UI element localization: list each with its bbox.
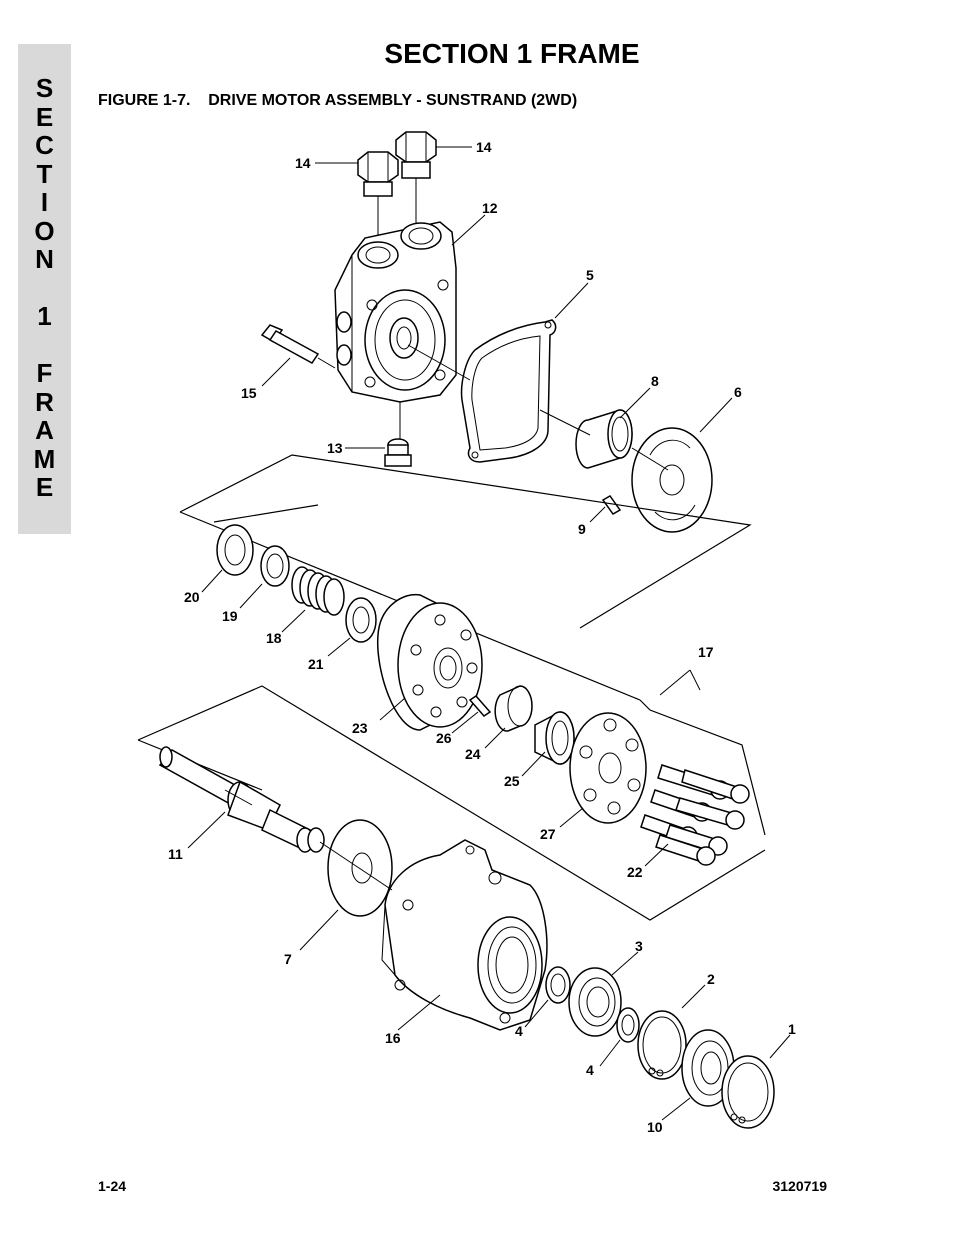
figure-title: FIGURE 1-7. DRIVE MOTOR ASSEMBLY - SUNST… <box>98 92 578 109</box>
callout-23: 23 <box>352 720 368 736</box>
plug-14-right <box>395 131 437 179</box>
gasket-5 <box>460 319 557 463</box>
callout-26: 26 <box>436 730 452 746</box>
bolt-15 <box>260 324 336 369</box>
housing-16 <box>381 839 548 1031</box>
bearing-8 <box>575 409 633 469</box>
callout-2: 2 <box>707 971 715 987</box>
side-tab-letter: E <box>35 472 54 502</box>
ball-guide-24 <box>494 685 533 732</box>
bearing-3 <box>568 967 622 1037</box>
pin-9 <box>601 495 622 515</box>
callout-19: 19 <box>222 608 238 624</box>
side-tab-letter: T <box>36 158 53 189</box>
callout-14-right: 14 <box>476 139 492 155</box>
callout-6: 6 <box>734 384 742 400</box>
callout-25: 25 <box>504 773 520 789</box>
callout-15: 15 <box>241 385 257 401</box>
spring-18 <box>291 566 345 616</box>
callout-16: 16 <box>385 1030 401 1046</box>
shim-20 <box>216 524 254 576</box>
side-tab-letter: M <box>33 443 56 474</box>
callout-20: 20 <box>184 589 200 605</box>
ring-4-right <box>616 1007 640 1043</box>
side-tab-letters: S E C T I O N 1 F R A M E <box>18 74 71 502</box>
side-tab-letter: F <box>36 358 53 388</box>
leader-lines <box>187 146 791 1121</box>
callout-27: 27 <box>540 826 556 842</box>
callout-14-left: 14 <box>295 155 311 171</box>
side-tab-letter: E <box>35 101 54 132</box>
plug-14-left <box>357 151 399 197</box>
port-plate-6 <box>631 427 713 533</box>
end-cover-12 <box>334 221 457 403</box>
retainer-plate-27 <box>569 712 647 824</box>
pistons-22 <box>640 764 750 866</box>
side-tab-letter: O <box>34 215 55 246</box>
side-tab-letter: N <box>35 244 54 274</box>
side-tab-letter: R <box>35 386 54 417</box>
lower-enclosure <box>137 685 766 921</box>
washer-19 <box>260 545 290 587</box>
callout-21: 21 <box>308 656 324 672</box>
callout-8: 8 <box>651 373 659 389</box>
section-title: SECTION 1 FRAME <box>0 38 954 70</box>
callout-18: 18 <box>266 630 282 646</box>
callout-4-left: 4 <box>515 1023 523 1039</box>
callout-7: 7 <box>284 951 292 967</box>
callout-11: 11 <box>168 846 183 862</box>
washer-21 <box>345 597 377 643</box>
retaining-ring-1 <box>721 1055 775 1129</box>
callout-4-right: 4 <box>586 1062 594 1078</box>
shaft-11 <box>158 746 325 853</box>
callout-1: 1 <box>788 1021 796 1037</box>
pin-26 <box>468 695 492 717</box>
callout-22: 22 <box>627 864 643 880</box>
retaining-ring-2 <box>637 1010 687 1080</box>
callout-12: 12 <box>482 200 498 216</box>
document-number: 3120719 <box>772 1178 827 1194</box>
bearing-25 <box>534 711 575 765</box>
callout-13: 13 <box>327 440 343 456</box>
section-side-tab: S E C T I O N 1 F R A M E <box>18 44 71 534</box>
section-title-text: SECTION 1 FRAME <box>384 38 640 69</box>
side-tab-letter: I <box>40 187 49 217</box>
side-tab-letter: C <box>35 130 54 160</box>
callout-17: 17 <box>698 644 714 660</box>
thrust-washer-7 <box>327 819 393 917</box>
callout-5: 5 <box>586 267 594 283</box>
callout-9: 9 <box>578 521 586 537</box>
cylinder-block-23 <box>376 593 483 731</box>
side-tab-letter: A <box>35 415 54 445</box>
side-tab-letter: 1 <box>37 301 52 331</box>
ring-4-left <box>545 966 571 1004</box>
callout-10: 10 <box>647 1119 663 1135</box>
plug-13 <box>384 438 412 467</box>
group-17-enclosure <box>179 454 752 629</box>
callout-24: 24 <box>465 746 481 762</box>
callout-3: 3 <box>635 938 643 954</box>
side-tab-letter: S <box>35 73 54 103</box>
page-number: 1-24 <box>98 1178 127 1194</box>
